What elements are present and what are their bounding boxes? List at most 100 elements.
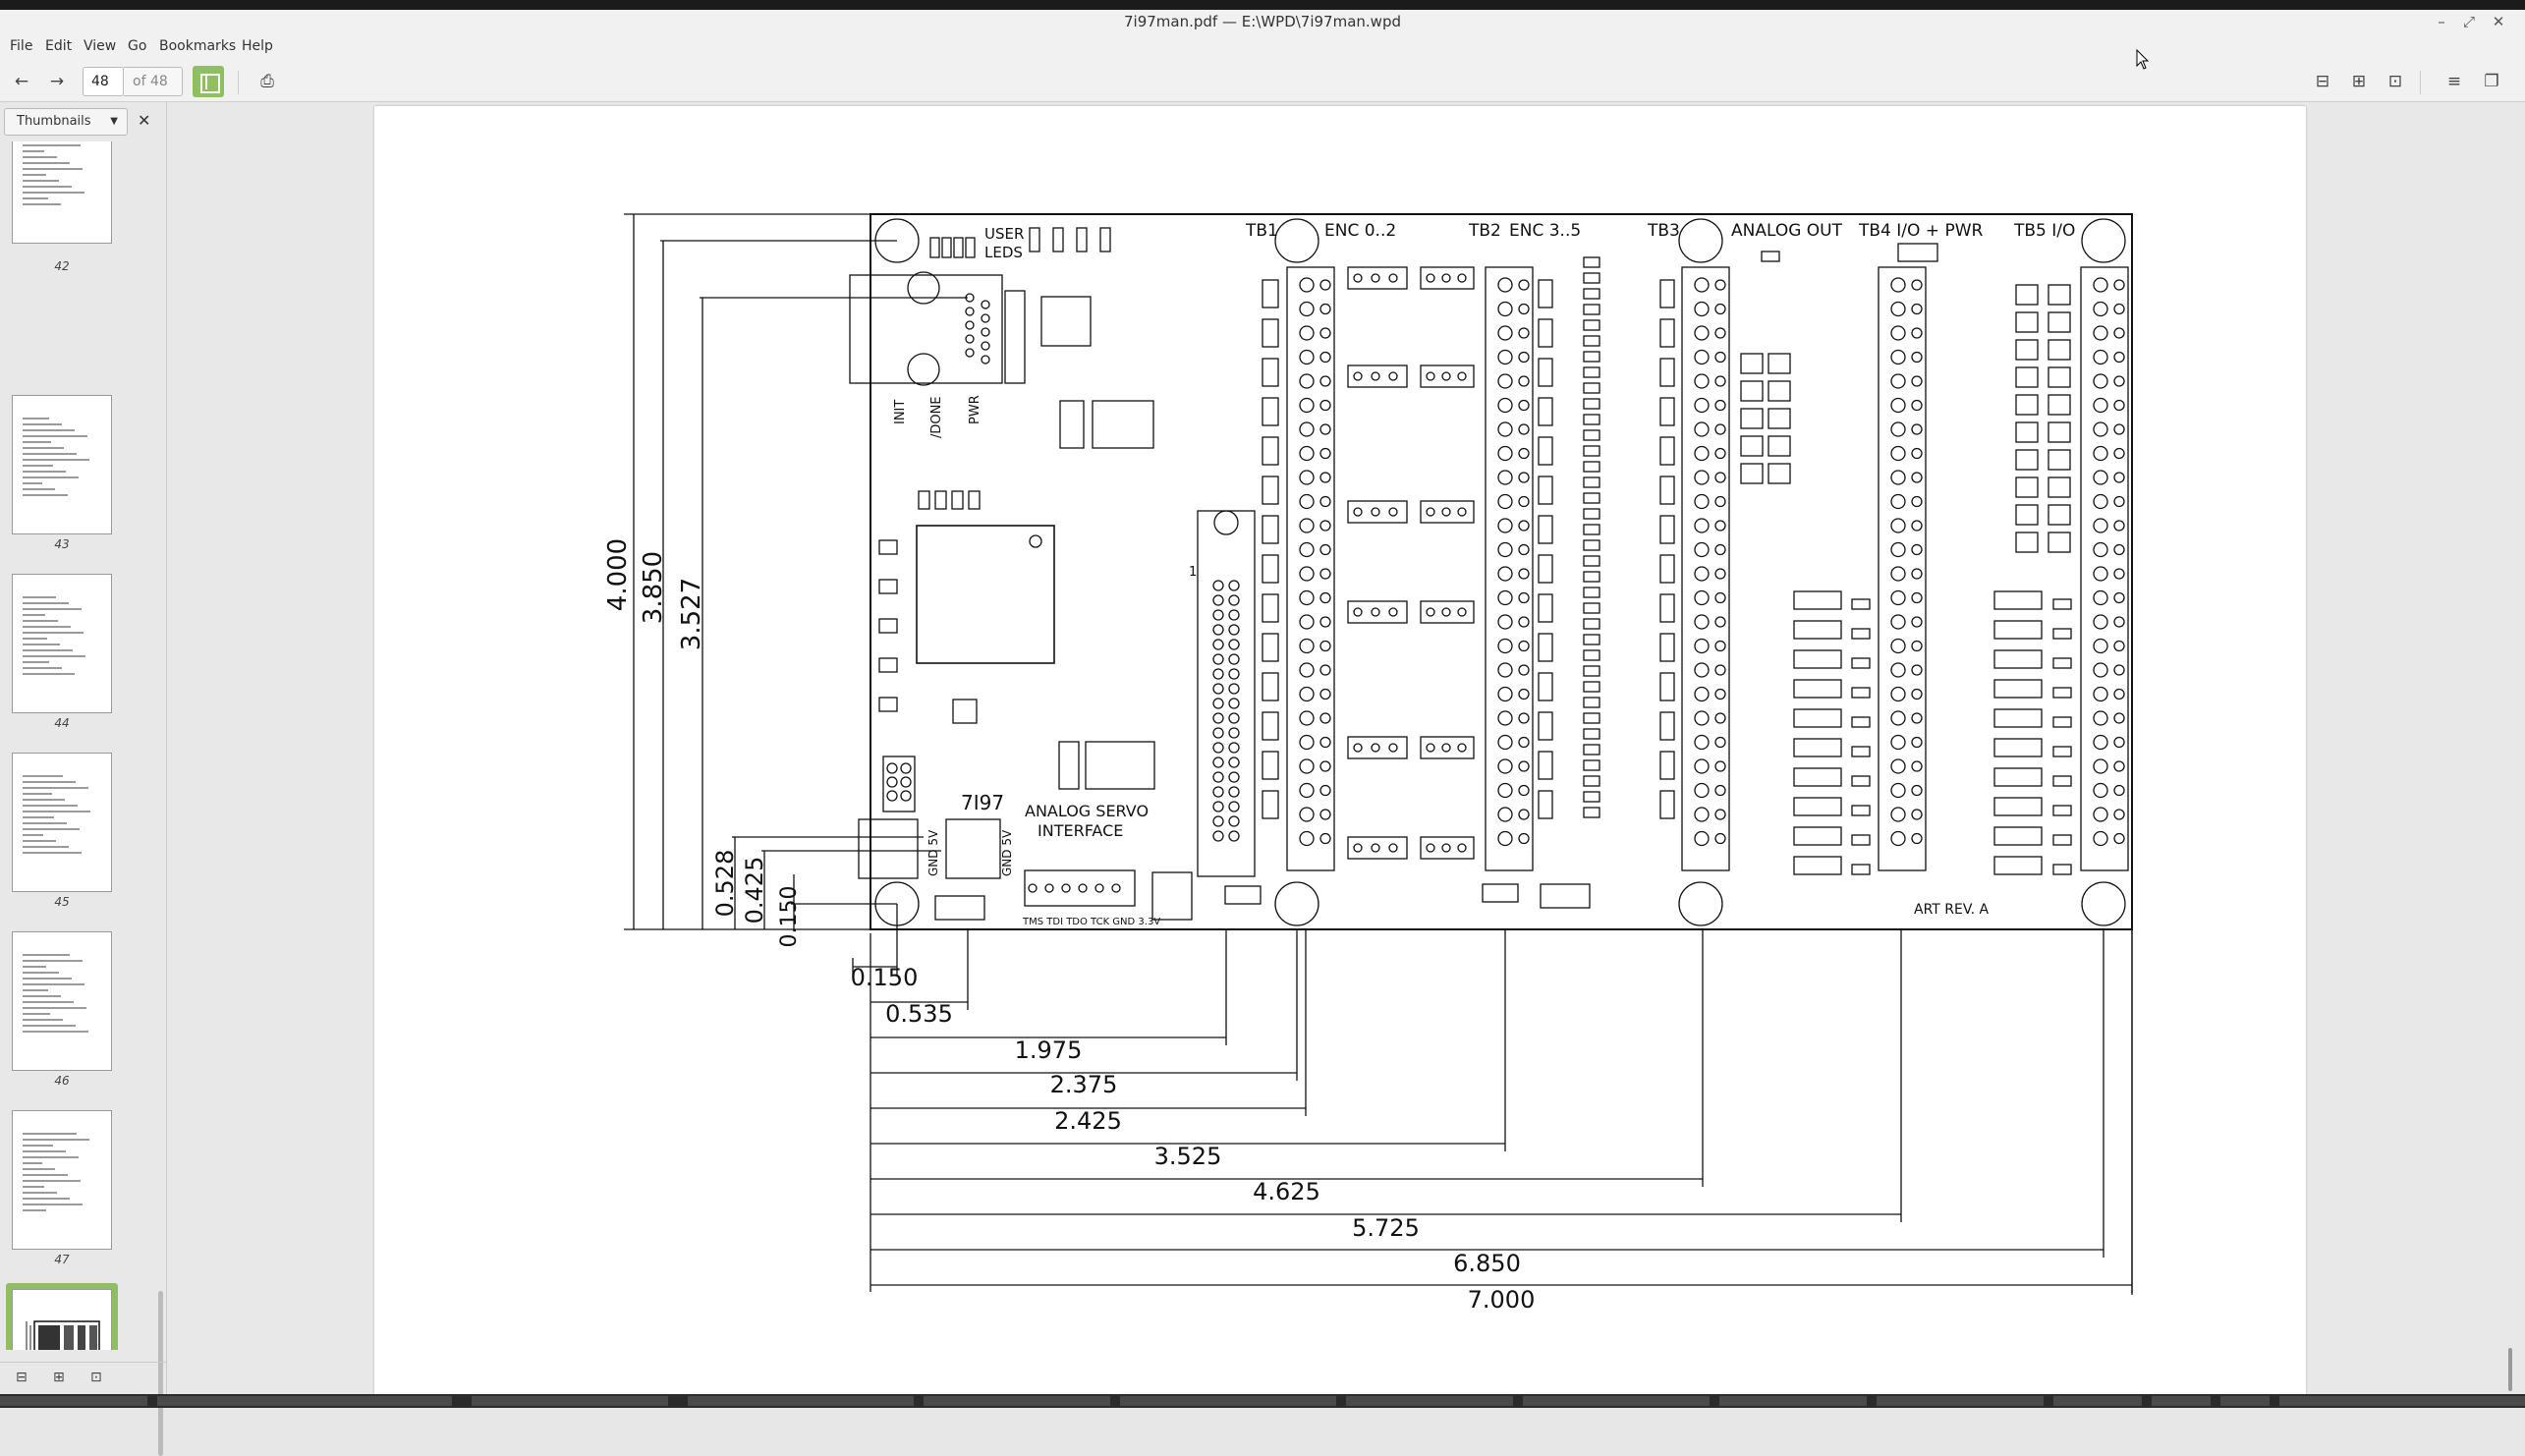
component-outline <box>1793 767 1842 787</box>
pin <box>1426 607 1435 617</box>
taskbar-item[interactable] <box>0 1396 147 1406</box>
component-outline <box>1583 288 1600 300</box>
terminal-pad <box>1319 712 1331 724</box>
taskbar-item[interactable] <box>1120 1396 1336 1406</box>
thumbnail-zoom-out-icon[interactable]: ⊟ <box>16 1370 28 1385</box>
component-outline <box>1583 728 1600 740</box>
terminal-pad <box>1714 784 1726 797</box>
taskbar-item[interactable] <box>1346 1396 1513 1406</box>
pin <box>965 348 975 358</box>
terminal-pad <box>1694 301 1710 317</box>
dual-page-icon[interactable]: ❐ <box>2484 72 2499 91</box>
menu-view[interactable]: View <box>84 38 117 54</box>
terminal-pad <box>1319 568 1331 580</box>
thumbnail-page-selected[interactable] <box>12 1289 112 1350</box>
pin <box>1388 843 1398 853</box>
thumbnail-zoom-in-icon[interactable]: ⊞ <box>53 1370 65 1385</box>
component-outline <box>1768 408 1791 429</box>
sidebar-toggle-button[interactable] <box>193 66 224 97</box>
terminal-pad <box>1319 495 1331 508</box>
pin <box>1388 607 1398 617</box>
maximize-icon[interactable]: ⤢ <box>2462 13 2475 30</box>
terminal-pad <box>1319 664 1331 676</box>
thumbnail-text-line <box>23 1001 74 1003</box>
pin <box>1212 653 1224 665</box>
thumbnail-label: 45 <box>54 895 70 909</box>
thumbnail-text-line <box>23 435 87 437</box>
taskbar-item[interactable] <box>1877 1396 2044 1406</box>
thumbnail-page[interactable] <box>12 1110 112 1250</box>
menu-bookmarks[interactable]: Bookmarks <box>159 38 237 54</box>
jtag-connector <box>1024 869 1136 907</box>
minimize-icon[interactable]: – <box>2438 13 2445 30</box>
thumbnail-page[interactable] <box>12 395 112 534</box>
terminal-pad <box>1299 589 1315 606</box>
component-outline <box>1993 856 2043 875</box>
menu-help[interactable]: Help <box>242 38 273 54</box>
sidebar-close-icon[interactable]: ✕ <box>138 111 151 130</box>
thumbnail-page[interactable] <box>12 141 112 244</box>
taskbar-item[interactable] <box>924 1396 1110 1406</box>
sidebar-scrollbar[interactable] <box>158 1291 163 1456</box>
thumbnail-page[interactable] <box>12 931 112 1071</box>
thumbnail-text-line <box>23 614 45 616</box>
terminal-pad <box>1299 662 1315 678</box>
taskbar-item[interactable] <box>1523 1396 1710 1406</box>
thumbnail-text-line <box>23 602 69 604</box>
taskbar-item[interactable] <box>1719 1396 1867 1406</box>
thumbnail-text-line <box>23 1007 86 1009</box>
terminal-pad <box>1518 351 1530 364</box>
terminal-pad <box>1694 445 1710 462</box>
menu-file[interactable]: File <box>10 38 33 54</box>
terminal-pad <box>2113 375 2125 387</box>
terminal-pad <box>1890 349 1906 365</box>
header-strip <box>1004 290 1026 384</box>
pin <box>1212 756 1224 768</box>
forward-icon[interactable]: → <box>49 72 65 91</box>
component-outline <box>2052 746 2072 757</box>
terminal-pad <box>1518 760 1530 772</box>
component-outline <box>1262 436 1279 466</box>
zoom-in-icon[interactable]: ⊞ <box>2351 72 2367 91</box>
component-outline <box>1659 751 1675 780</box>
taskbar-item[interactable] <box>472 1396 668 1406</box>
component-outline <box>1793 708 1842 728</box>
taskbar-item[interactable] <box>2152 1396 2211 1406</box>
thumbnail-fit-icon[interactable]: ⊡ <box>90 1370 102 1385</box>
component-outline <box>1538 593 1553 623</box>
fpga-chip <box>916 525 1055 664</box>
fit-page-icon[interactable]: ⊡ <box>2387 72 2403 91</box>
back-icon[interactable]: ← <box>14 72 29 91</box>
zoom-out-icon[interactable]: ⊟ <box>2315 72 2330 91</box>
component-outline <box>2015 421 2039 443</box>
document-scrollbar[interactable] <box>2508 1348 2512 1391</box>
pin <box>1388 743 1398 753</box>
taskbar-item[interactable] <box>2053 1396 2142 1406</box>
taskbar-item[interactable] <box>688 1396 914 1406</box>
taskbar-item[interactable] <box>2220 1396 2270 1406</box>
taskbar-item[interactable] <box>157 1396 452 1406</box>
terminal-pad <box>2093 662 2108 678</box>
thumbnail-page[interactable] <box>12 753 112 892</box>
terminal-pad <box>1911 472 1923 483</box>
menu-go[interactable]: Go <box>128 38 147 54</box>
component-outline <box>2015 449 2039 471</box>
close-icon[interactable]: ✕ <box>2492 13 2505 30</box>
component-outline <box>1262 397 1279 426</box>
taskbar-item[interactable] <box>2279 1396 2525 1406</box>
sidebar-mode-select[interactable]: Thumbnails ▼ <box>4 108 128 136</box>
component-outline <box>1262 790 1279 819</box>
component-outline <box>1659 672 1675 701</box>
component-outline <box>2048 311 2071 333</box>
print-icon[interactable]: ⎙ <box>260 72 274 91</box>
page-number-input[interactable] <box>83 67 124 96</box>
continuous-mode-icon[interactable]: ≡ <box>2446 72 2462 91</box>
menu-edit[interactable]: Edit <box>45 38 73 54</box>
thumbnail-page[interactable] <box>12 574 112 713</box>
terminal-pad <box>1299 734 1315 751</box>
component-outline <box>1099 227 1111 252</box>
terminal-pad <box>1497 518 1513 533</box>
component-outline <box>1583 524 1600 535</box>
terminal-pad <box>1890 758 1906 774</box>
